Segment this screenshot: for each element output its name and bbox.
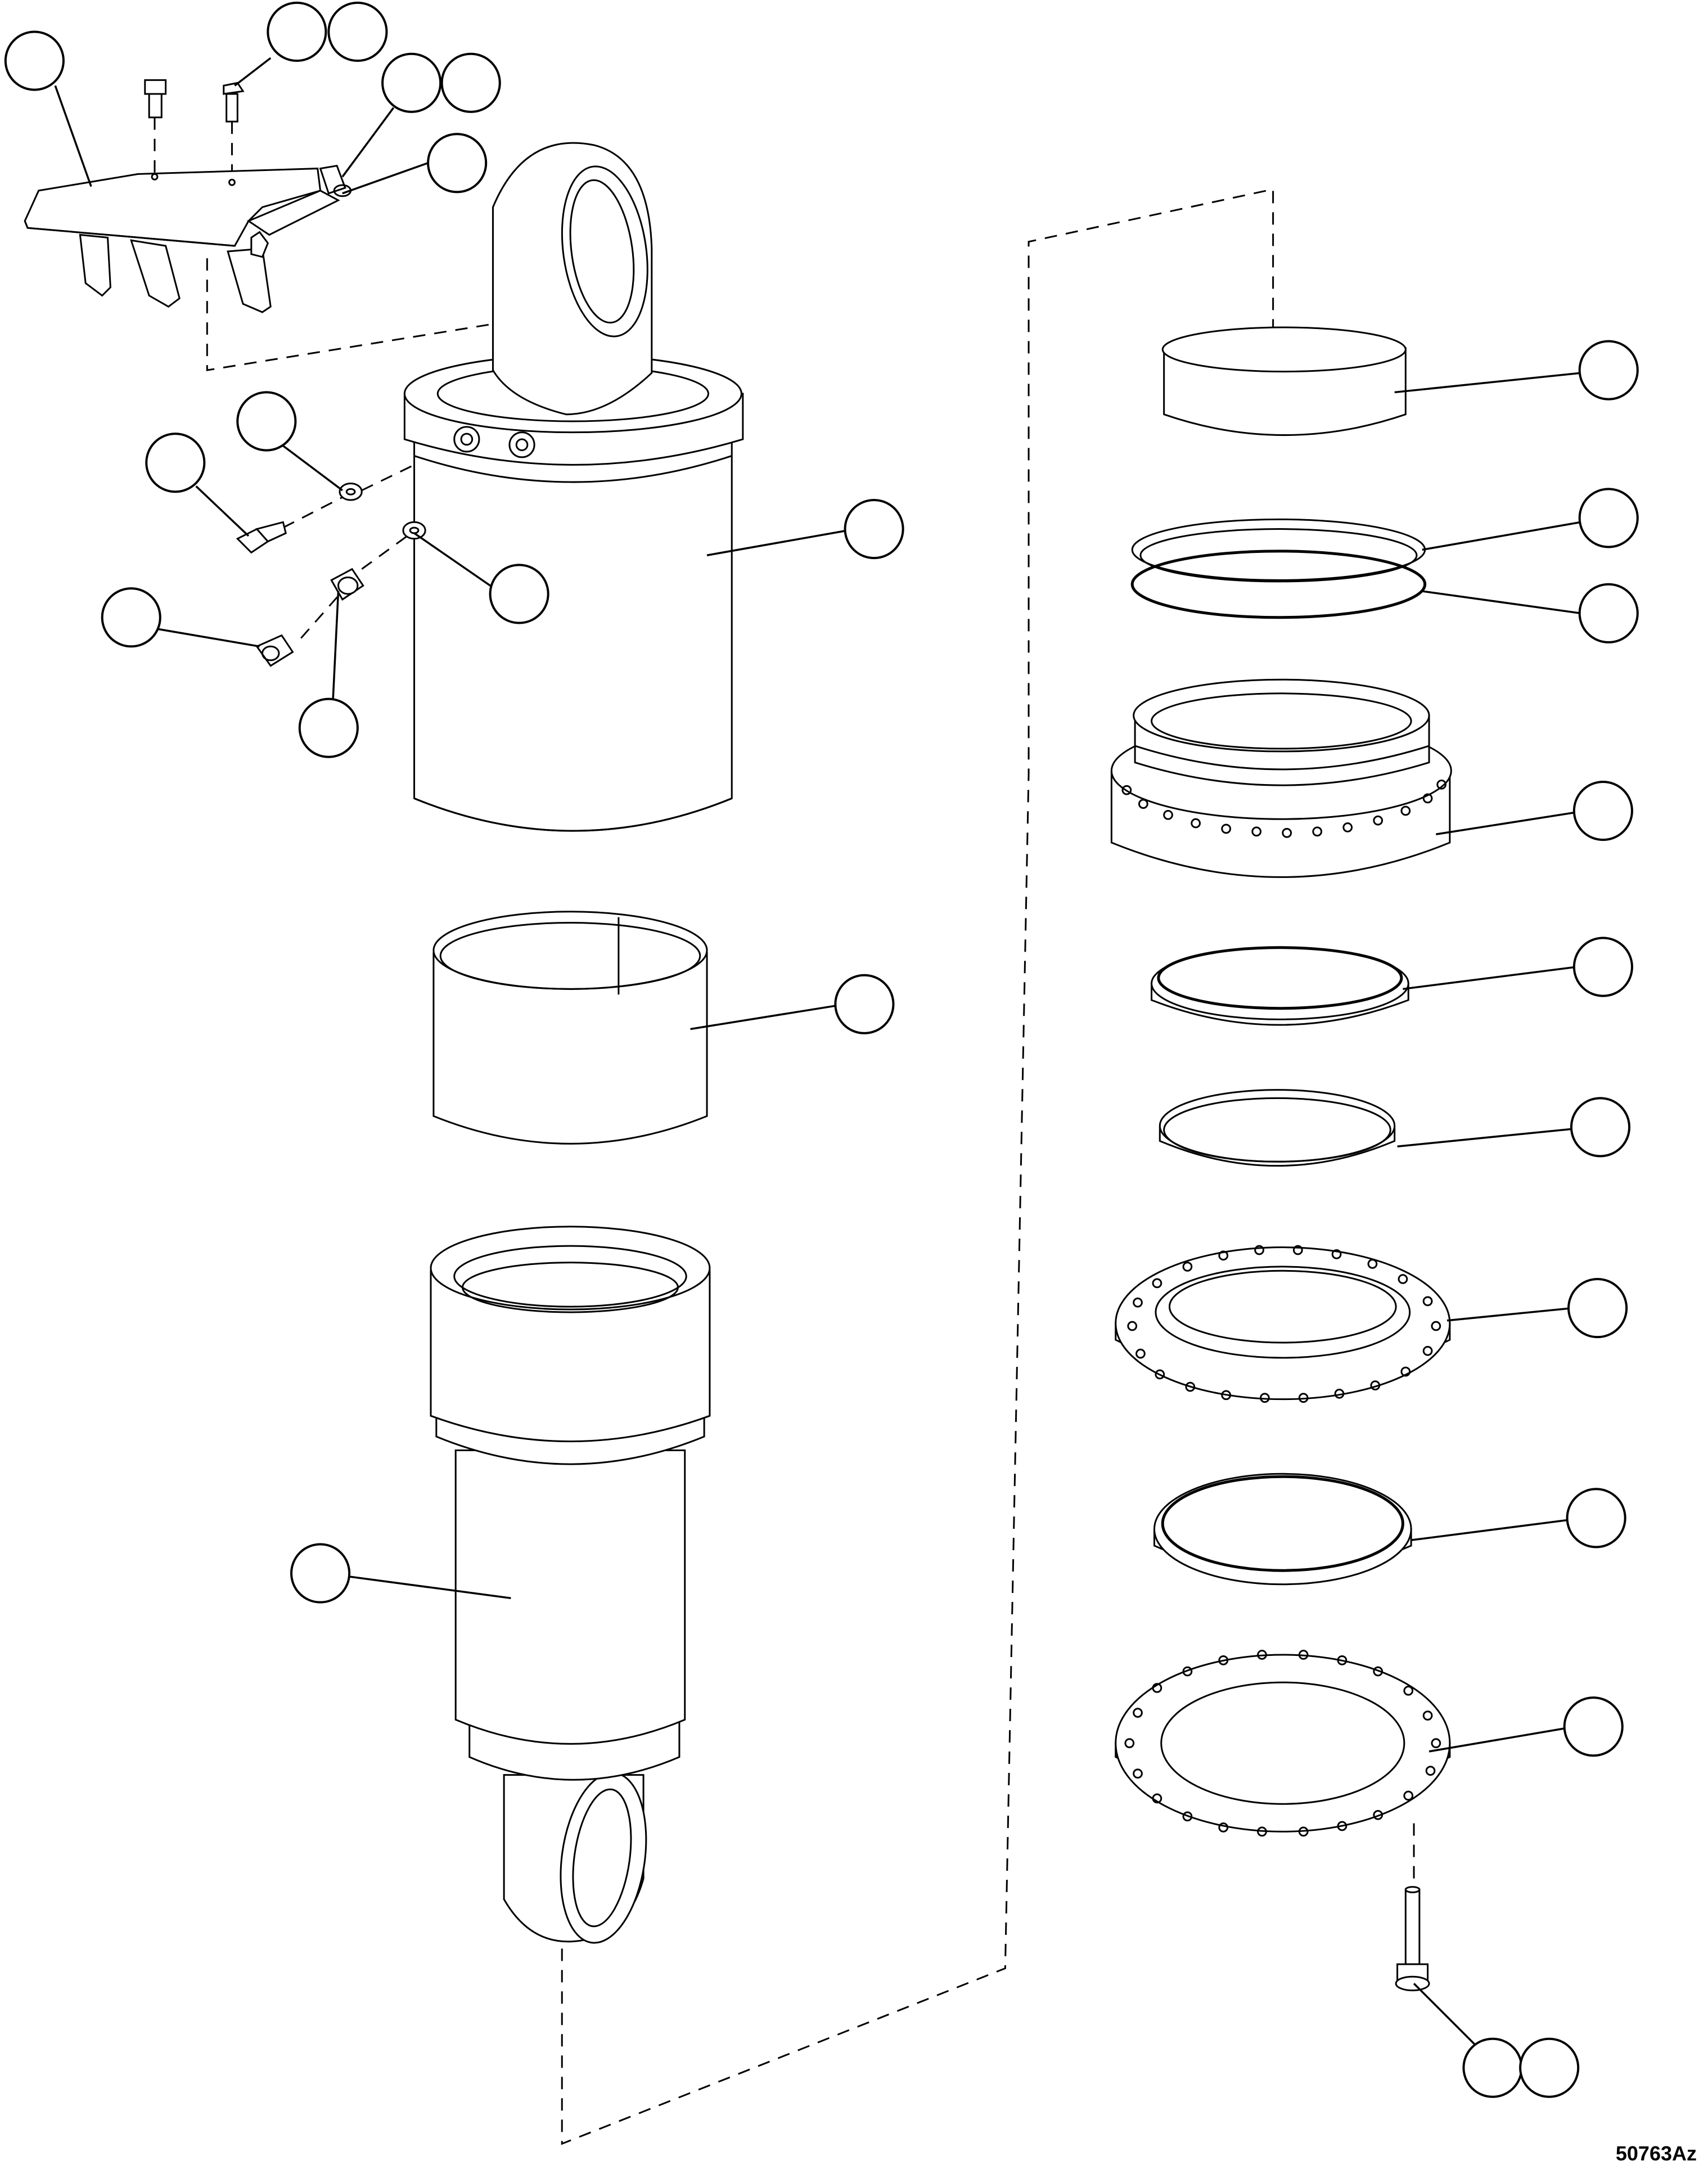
cylinder-barrel [404,143,743,831]
flange-bolt-holes [1128,1246,1440,1402]
plate-bolt [145,80,166,117]
assembly-line-guard [207,255,515,400]
leader-c13 [1422,591,1581,613]
leader-c23 [1429,1728,1567,1752]
port-plug [237,484,425,553]
retainer-flange [1116,1246,1450,1402]
leader-c17 [1403,967,1576,989]
leader-c19 [1398,1128,1577,1146]
callout-c17 [1574,938,1632,996]
callout-c19 [1571,1098,1629,1156]
leader-c15 [333,591,339,704]
callout-c16 [1574,782,1632,840]
bleed-fitting [257,569,363,666]
piston-rod [431,1227,710,1948]
leader-c14 [155,628,260,646]
cap-screw [1396,1887,1429,1991]
callout-c9 [146,434,204,492]
callout-c7 [1580,341,1638,399]
gland-bolt-holes [1123,781,1446,838]
leader-c10 [707,530,848,555]
leader-c16 [1436,812,1576,834]
leader-c4 [342,108,394,177]
leader-c8 [282,445,342,490]
leader-c24 [1414,1983,1475,2044]
plate-stud [224,83,243,121]
callout-c1 [6,31,64,89]
callout-c4 [382,54,440,112]
leader-c11 [1422,522,1581,550]
leader-c6 [342,163,428,193]
callout-c13 [1580,584,1638,642]
callout-c15 [300,699,358,757]
callout-c12 [490,565,548,623]
callout-c18 [835,975,893,1033]
callout-c11 [1580,489,1638,547]
backup-ring [1160,1090,1394,1166]
leader-c12 [414,533,494,588]
assembly-line-plug [283,497,342,528]
callout-c5 [442,54,500,112]
leader-c2 [235,58,271,85]
drawing-id-label: 50763Az [1615,2142,1697,2165]
callout-c2 [268,3,326,61]
callout-c8 [237,392,295,450]
wear-band [1162,327,1405,435]
gasket-plate [1116,1651,1450,1836]
o-ring [1132,519,1425,617]
callout-c21 [1567,1489,1625,1547]
callout-c10 [845,500,903,558]
callout-c3 [328,3,386,61]
guard-plate [25,169,338,312]
barrel-bushing [434,912,707,1144]
leader-c18 [691,1006,837,1029]
leader-c22 [345,1576,511,1598]
callout-c23 [1565,1698,1623,1755]
callout-c20 [1569,1279,1626,1337]
leader-lines [55,58,1581,2044]
leader-c9 [196,486,249,535]
callout-c6 [428,134,486,192]
leader-c20 [1447,1308,1572,1321]
callout-c24 [1463,2039,1521,2097]
callout-c14 [102,588,160,646]
leader-c1 [55,85,91,186]
leader-c7 [1395,373,1581,392]
callout-balloons [6,3,1638,2097]
rod-seal [1152,948,1409,1025]
wiper-seal [1154,1474,1411,1584]
leader-c21 [1411,1519,1572,1540]
gasket-bolt-holes [1125,1651,1440,1836]
gland-head [1111,679,1451,877]
callout-c22 [291,1545,349,1602]
assembly-line-main [562,189,1273,2144]
callout-c25 [1520,2039,1578,2097]
assembly-line-fitting [301,591,342,638]
assembly-line-fitting-2 [362,536,407,569]
